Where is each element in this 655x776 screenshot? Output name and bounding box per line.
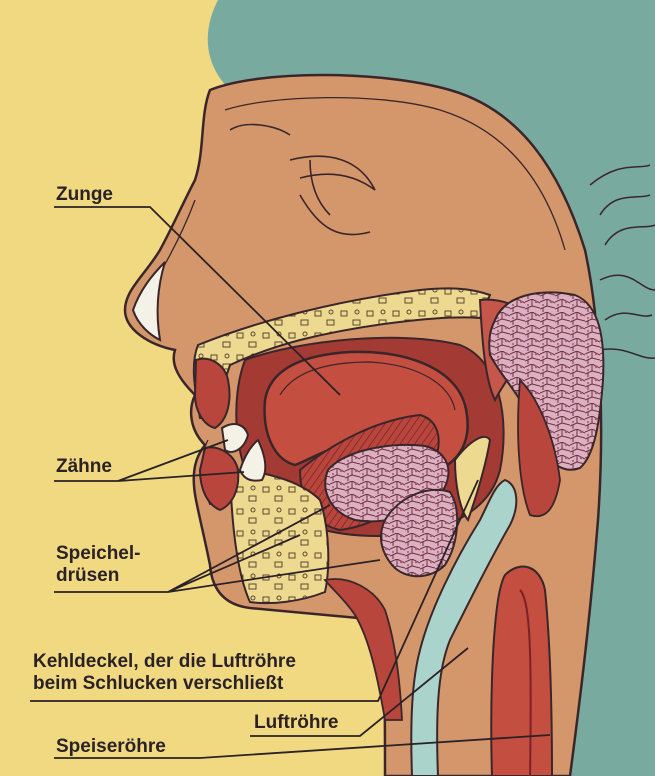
label-kehldeckel: Kehldeckel, der die Luftröhre beim Schlu… bbox=[33, 651, 296, 695]
label-speiseroehre: Speiseröhre bbox=[56, 736, 166, 758]
esophagus bbox=[491, 567, 552, 776]
label-zaehne: Zähne bbox=[56, 456, 112, 478]
label-zunge: Zunge bbox=[56, 184, 113, 206]
label-luftroehre: Luftröhre bbox=[254, 712, 338, 734]
label-speicheldruesen: Speichel- drüsen bbox=[56, 543, 140, 587]
